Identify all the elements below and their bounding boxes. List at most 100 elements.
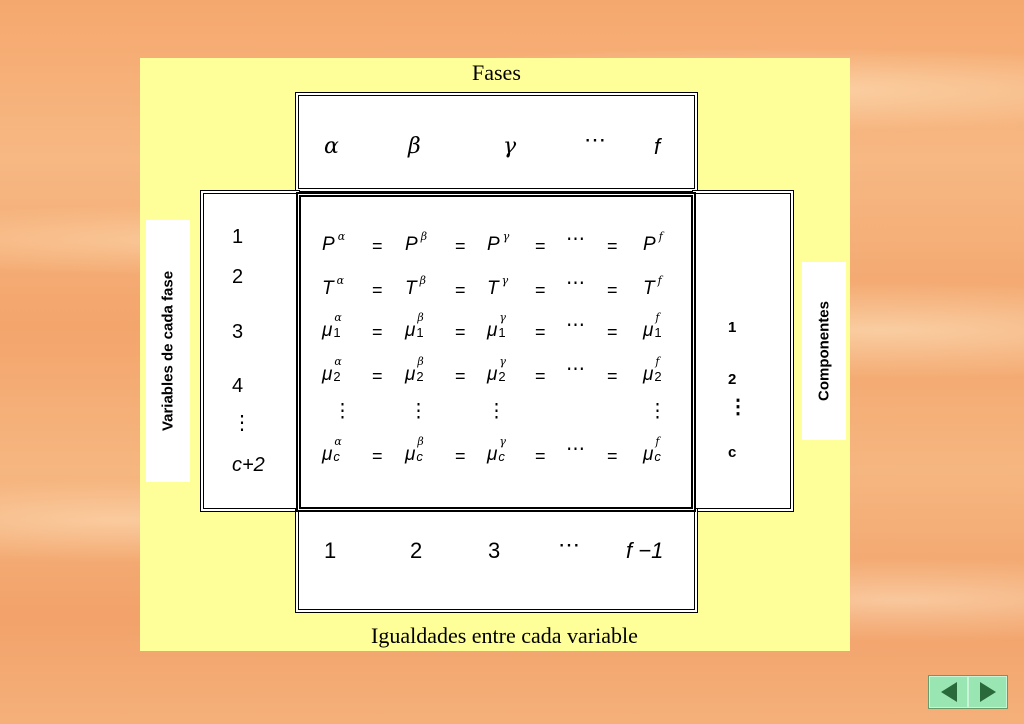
- component-1: 1: [728, 319, 737, 336]
- equation-base: μ: [643, 444, 654, 465]
- component-c: c: [728, 444, 737, 461]
- equation-subscript: 1: [498, 324, 506, 340]
- equals-sign: =: [607, 280, 618, 300]
- equation-superscript: γ: [499, 434, 506, 448]
- equation-base: T: [405, 278, 417, 299]
- triangle-right-icon: [979, 682, 996, 702]
- equals-sign: =: [535, 280, 546, 300]
- phase-gamma: γ: [503, 134, 517, 159]
- equation-base: T: [643, 278, 655, 299]
- variable-4: 4: [232, 375, 244, 397]
- equals-sign: =: [455, 322, 466, 342]
- equation-base: T: [487, 278, 499, 299]
- equation-subscript: c: [333, 448, 340, 464]
- phases-frame: [295, 92, 698, 192]
- equation-term: ⋯: [566, 359, 585, 380]
- equality-2: 2: [410, 538, 423, 563]
- equation-base: μ: [322, 364, 333, 385]
- equation-base: P: [643, 234, 656, 255]
- equals-sign: =: [607, 446, 618, 466]
- equals-sign: =: [535, 236, 546, 256]
- equation-superscript: β: [420, 230, 428, 243]
- variable-3: 3: [232, 321, 244, 343]
- phase-beta: β: [408, 134, 421, 159]
- equation-subscript: 1: [654, 324, 662, 340]
- equation-base: μ: [322, 320, 333, 341]
- equation-base: μ: [487, 444, 498, 465]
- right-label-box: Componentes: [802, 262, 846, 440]
- equals-sign: =: [372, 280, 383, 300]
- vdots-col-5: ⋮: [648, 401, 667, 422]
- equals-sign: =: [535, 322, 546, 342]
- equality-3: 3: [488, 538, 501, 563]
- equation-superscript: γ: [502, 230, 510, 243]
- equals-sign: =: [372, 366, 383, 386]
- equation-base: T: [322, 278, 334, 299]
- equals-sign: =: [372, 446, 383, 466]
- equation-base: μ: [322, 444, 333, 465]
- right-label: Componentes: [815, 300, 833, 402]
- phase-ellipsis: ⋯: [584, 128, 606, 153]
- equations-frame: [296, 192, 696, 512]
- equation-subscript: c: [654, 448, 661, 464]
- equation-base: μ: [643, 320, 654, 341]
- equalities-frame: [295, 508, 698, 613]
- equation-subscript: c: [416, 448, 423, 464]
- equation-superscript: β: [417, 310, 424, 324]
- equation-base: μ: [405, 364, 416, 385]
- equation-base: μ: [405, 320, 416, 341]
- variable-2: 2: [232, 266, 244, 288]
- equation-base: μ: [487, 364, 498, 385]
- prev-slide-button[interactable]: [929, 676, 968, 708]
- variable-vdots: ⋮: [232, 412, 252, 434]
- variables-frame: [200, 190, 300, 512]
- equality-ellipsis: ⋯: [558, 532, 580, 557]
- equality-1: 1: [324, 538, 337, 563]
- equation-term: ⋯: [566, 229, 585, 250]
- equation-subscript: 2: [333, 368, 341, 384]
- equation-superscript: α: [334, 434, 342, 448]
- component-2: 2: [728, 371, 737, 388]
- equation-superscript: f: [655, 354, 660, 368]
- variable-1: 1: [232, 226, 244, 248]
- vdots-col-2: ⋮: [409, 401, 428, 422]
- equals-sign: =: [535, 446, 546, 466]
- next-slide-button[interactable]: [968, 676, 1007, 708]
- equation-subscript: 2: [654, 368, 662, 384]
- equation-subscript: 2: [416, 368, 424, 384]
- equation-base: P: [405, 234, 418, 255]
- equation-superscript: α: [334, 354, 342, 368]
- equation-subscript: 1: [416, 324, 424, 340]
- equals-sign: =: [607, 236, 618, 256]
- equals-sign: =: [455, 446, 466, 466]
- equals-sign: =: [455, 236, 466, 256]
- equals-sign: =: [607, 322, 618, 342]
- equation-superscript: α: [334, 310, 342, 324]
- equation-superscript: f: [655, 434, 660, 448]
- bottom-title: Igualdades entre cada variable: [371, 623, 638, 648]
- equation-term: ⋯: [566, 439, 585, 460]
- equals-sign: =: [607, 366, 618, 386]
- equation-superscript: f: [658, 230, 663, 243]
- equation-superscript: α: [336, 274, 345, 287]
